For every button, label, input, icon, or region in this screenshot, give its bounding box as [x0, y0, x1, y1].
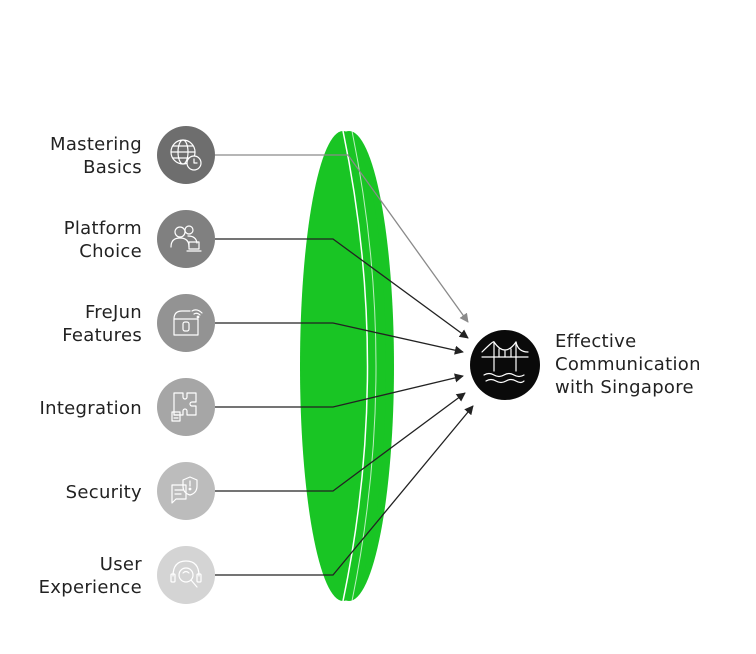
connector-line — [215, 322, 464, 355]
bridge-icon — [481, 341, 529, 384]
label-line: Experience — [38, 577, 142, 598]
puzzle-icon — [171, 392, 197, 422]
label-frejun-features: FreJun Features — [62, 301, 142, 347]
input-node-circle — [157, 294, 215, 352]
input-node-circle — [157, 378, 215, 436]
input-node — [157, 294, 215, 352]
users-laptop-icon — [170, 225, 202, 252]
label-line: Choice — [79, 241, 142, 262]
label-line: Platform — [63, 218, 142, 239]
shield-chat-icon — [171, 476, 198, 504]
label-line: Integration — [39, 398, 142, 419]
input-node — [157, 546, 215, 604]
label-integration: Integration — [40, 397, 143, 420]
connector-line — [215, 392, 466, 492]
label-line: Basics — [83, 157, 142, 178]
connector-lines — [215, 154, 474, 576]
input-icons — [157, 126, 215, 604]
globe-clock-icon — [170, 139, 202, 171]
focus-lens — [300, 130, 394, 602]
label-line: User — [99, 554, 142, 575]
label-line: Security — [65, 482, 142, 503]
target-label-line: Effective — [555, 331, 637, 352]
headset-search-icon — [170, 560, 202, 588]
input-node-circle — [157, 546, 215, 604]
label-security: Security — [66, 481, 142, 504]
label-mastering-basics: Mastering Basics — [50, 133, 142, 179]
wifi-box-icon — [173, 309, 203, 336]
connector-line — [215, 238, 469, 339]
label-line: Mastering — [49, 134, 142, 155]
connector-line — [215, 405, 474, 576]
input-node — [157, 126, 215, 184]
input-node — [157, 462, 215, 520]
target-label: Effective Communication with Singapore — [555, 330, 701, 399]
input-node — [157, 378, 215, 436]
label-line: FreJun — [84, 302, 142, 323]
connector-line — [215, 373, 464, 408]
label-line: Features — [62, 325, 142, 346]
connector-line — [215, 154, 469, 323]
label-platform-choice: Platform Choice — [64, 217, 142, 263]
target-node — [470, 330, 540, 400]
input-node-circle — [157, 126, 215, 184]
target-label-line: with Singapore — [555, 377, 694, 398]
target-label-line: Communication — [555, 354, 701, 375]
label-user-experience: User Experience — [39, 553, 142, 599]
input-node — [157, 210, 215, 268]
